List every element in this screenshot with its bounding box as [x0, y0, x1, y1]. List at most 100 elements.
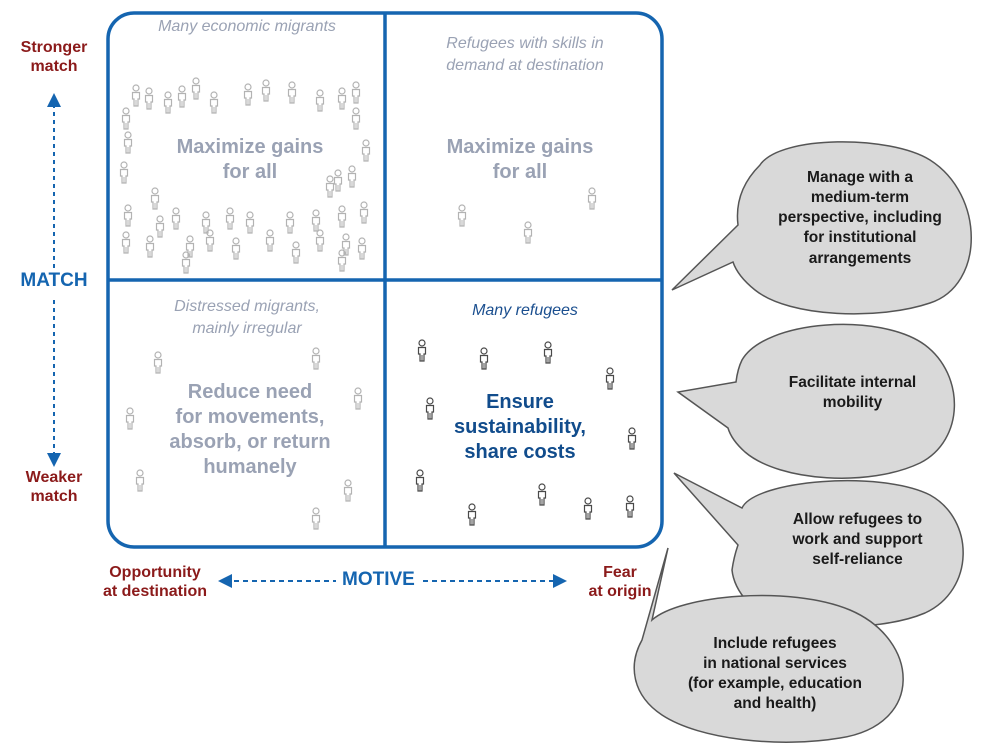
person-icon: [171, 207, 181, 230]
motive-axis-left-line-1: Opportunity: [109, 564, 201, 581]
motive-axis-left-line-2: at destination: [102, 583, 207, 601]
quadrant-top-left-caption: Many economic migrants: [112, 16, 382, 38]
person-icon: [225, 207, 235, 230]
person-icon: [163, 91, 173, 114]
person-icon: [181, 251, 191, 274]
quadrant-bottom-left-strategy: Reduce need for movements, absorb, or re…: [125, 380, 375, 480]
person-icon: [121, 231, 131, 254]
person-icon: [587, 187, 597, 210]
person-icon: [415, 469, 425, 492]
motive-axis-right-line-2: at origin: [588, 583, 652, 601]
person-icon: [341, 233, 351, 256]
person-icon: [201, 211, 211, 234]
person-icon: [343, 479, 353, 502]
motive-axis-right-label: Fear at origin: [565, 563, 675, 601]
callout-1-line-2: medium-term: [810, 189, 910, 207]
person-icon: [315, 89, 325, 112]
person-icon: [205, 229, 215, 252]
person-icon: [337, 205, 347, 228]
person-icon: [361, 139, 371, 162]
person-icon: [605, 367, 615, 390]
quadrant-bottom-right-strategy-line-2: sustainability,: [454, 416, 586, 438]
callout-bubble-3: [673, 472, 964, 628]
quadrant-bottom-left-strategy-line-1: Reduce need: [187, 381, 313, 403]
person-icon: [351, 81, 361, 104]
quadrant-top-left-strategy: Maximize gains for all: [140, 135, 360, 185]
quadrant-top-right-strategy: Maximize gains for all: [410, 135, 630, 185]
person-icon: [287, 81, 297, 104]
quadrant-bottom-left-strategy-line-4: humanely: [203, 456, 297, 478]
person-icon: [285, 211, 295, 234]
person-icon: [119, 161, 129, 184]
match-axis-bottom-line-2: match: [30, 488, 78, 506]
match-axis-bottom-line-1: Weaker: [25, 469, 83, 486]
quadrant-bottom-right-strategy-line-3: share costs: [464, 441, 576, 463]
motive-axis-label: MOTIVE: [336, 569, 421, 591]
quadrant-top-right-caption: Refugees with skills in demand at destin…: [390, 33, 660, 78]
person-icon: [315, 229, 325, 252]
callout-1-line-3: perspective, including: [778, 209, 942, 227]
callout-1-line-1: Manage with a: [807, 169, 913, 186]
person-icon: [155, 215, 165, 238]
person-icon: [325, 175, 335, 198]
quadrant-top-right-caption-line-2: demand at destination: [446, 57, 604, 75]
person-icon: [337, 87, 347, 110]
callout-3-line-3: self-reliance: [812, 551, 903, 569]
person-icon: [311, 209, 321, 232]
quadrant-bottom-left-strategy-line-3: absorb, or return: [169, 431, 331, 453]
callout-bubble-4: [633, 547, 904, 743]
callout-4-line-4: and health): [733, 695, 817, 713]
callout-3-line-1: Allow refugees to: [792, 511, 923, 528]
people-icons: [119, 77, 637, 530]
callout-2-line-1: Facilitate internal: [788, 374, 917, 391]
person-icon: [153, 351, 163, 374]
motive-axis-left-label: Opportunity at destination: [75, 563, 235, 601]
match-axis-bottom-label: Weaker match: [4, 468, 104, 506]
person-icon: [245, 211, 255, 234]
person-icon: [537, 483, 547, 506]
person-icon: [357, 237, 367, 260]
person-icon: [265, 229, 275, 252]
person-icon: [291, 241, 301, 264]
callout-2-text: Facilitate internal mobility: [745, 373, 960, 413]
person-icon: [123, 204, 133, 227]
quadrant-bottom-left-strategy-line-2: for movements,: [175, 406, 325, 428]
quadrant-top-left-strategy-line-1: Maximize gains: [176, 136, 324, 158]
person-icon: [144, 87, 154, 110]
person-icon: [177, 85, 187, 108]
callout-3-line-2: work and support: [792, 531, 923, 549]
quadrant-top-right-strategy-line-2: for all: [492, 161, 548, 183]
person-icon: [479, 347, 489, 370]
person-icon: [191, 77, 201, 100]
person-icon: [625, 495, 635, 518]
callout-4-line-3: (for example, education: [688, 675, 862, 693]
person-icon: [135, 469, 145, 492]
person-icon: [425, 397, 435, 420]
callout-1-line-4: for institutional: [803, 229, 917, 247]
quadrant-bottom-right-caption: Many refugees: [390, 300, 660, 322]
callout-1-line-5: arrangements: [808, 249, 912, 267]
person-icon: [121, 107, 131, 130]
person-icon: [185, 235, 195, 258]
quadrant-top-left-caption-line-1: Many economic migrants: [158, 18, 336, 35]
callout-bubble-1: [671, 141, 972, 315]
quadrant-bottom-left-caption-line-2: mainly irregular: [192, 320, 302, 338]
person-icon: [417, 339, 427, 362]
person-icon: [145, 235, 155, 258]
person-icon: [231, 237, 241, 260]
callout-2-line-2: mobility: [822, 394, 883, 412]
person-icon: [457, 204, 467, 227]
quadrant-bottom-right-strategy-line-1: Ensure: [486, 391, 554, 413]
callout-4-line-2: in national services: [703, 655, 847, 673]
quadrant-bottom-right-caption-line-1: Many refugees: [472, 302, 578, 319]
person-icon: [347, 165, 357, 188]
callout-3-text: Allow refugees to work and support self-…: [745, 510, 970, 570]
callout-4-text: Include refugees in national services (f…: [640, 634, 910, 715]
callout-bubble-2: [676, 323, 956, 479]
match-axis-top-label: Stronger match: [4, 38, 104, 76]
person-icon: [311, 347, 321, 370]
person-icon: [333, 169, 343, 192]
person-icon: [543, 341, 553, 364]
quadrant-top-right-strategy-line-1: Maximize gains: [446, 136, 594, 158]
person-icon: [123, 131, 133, 154]
